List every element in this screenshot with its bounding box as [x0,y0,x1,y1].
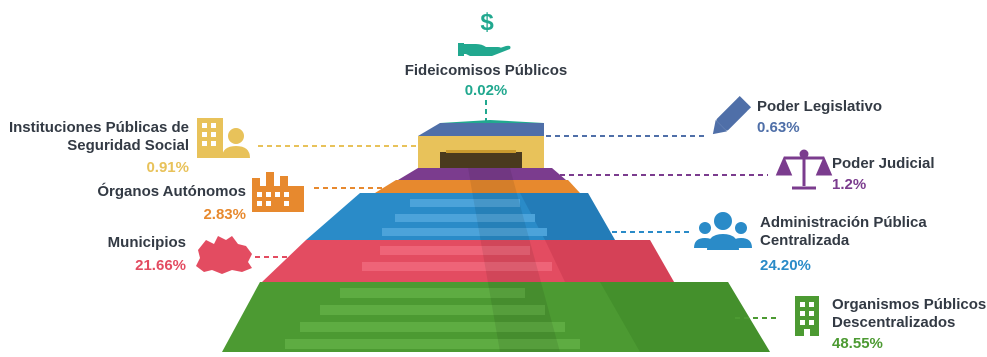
label-judicial: Poder Judicial [832,155,935,172]
label-autonomos: Órganos Autónomos [97,183,246,200]
pyramid [222,120,770,352]
people-group-icon [694,212,752,250]
tier-autonomos [375,180,580,193]
temple-roof [418,123,544,136]
factory-icon [252,172,304,212]
value-judicial: 1.2% [832,176,867,193]
oaxaca-map-icon [196,236,252,274]
value-seguridad: 0.91% [146,159,189,176]
tier-judicial [398,168,566,180]
label-municipios: Municipios [107,234,186,251]
value-legislativo: 0.63% [757,119,800,136]
building-person-icon [197,118,250,158]
pen-icon [712,95,752,135]
hand-money-icon: $ [458,9,511,56]
scales-icon [775,149,833,190]
connector-lines [255,100,780,319]
value-municipios: 21.66% [135,257,186,274]
value-autonomos: 2.83% [203,206,246,223]
building-icon [795,296,819,336]
value-central: 24.20% [760,257,811,274]
label-legislativo: Poder Legislativo [757,98,883,115]
value-fideicomisos: 0.02% [464,82,508,99]
value-descentralizados: 48.55% [832,335,883,352]
label-fideicomisos: Fideicomisos Públicos [404,62,568,79]
svg-text:$: $ [480,9,494,36]
